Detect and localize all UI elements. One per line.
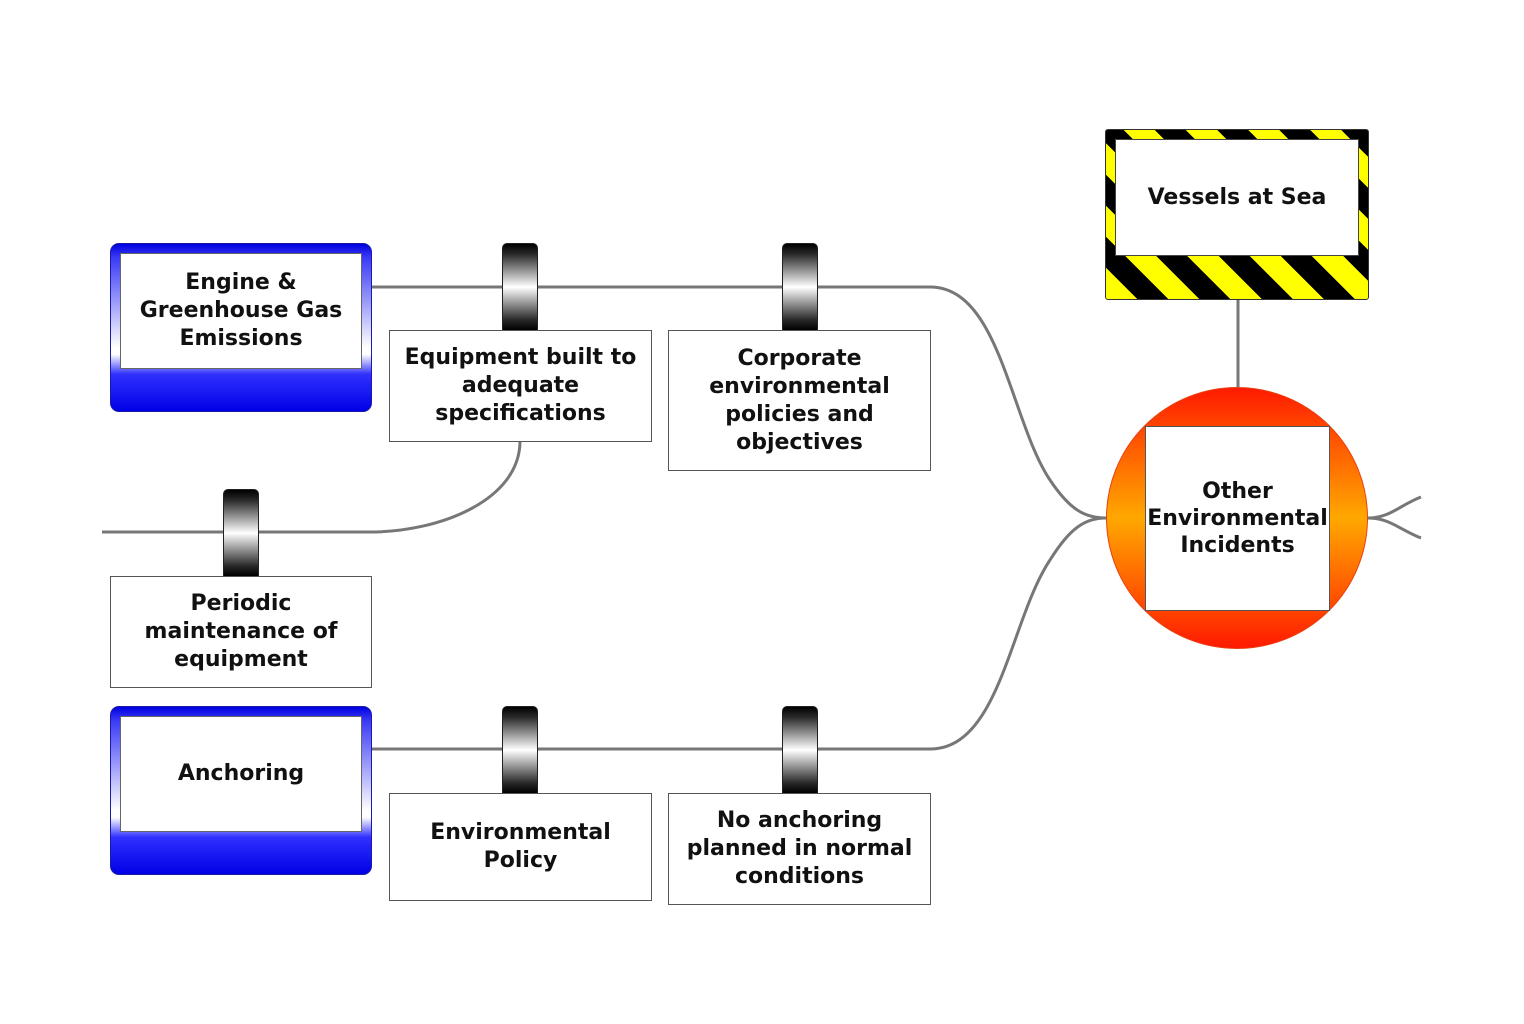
- barrier-marker[interactable]: [502, 243, 538, 331]
- connector-event-consequence-down: [1367, 516, 1422, 540]
- barrier-periodic-maintenance[interactable]: Periodic maintenance of equipment: [110, 576, 372, 688]
- barrier-no-anchoring[interactable]: No anchoring planned in normal condition…: [668, 793, 931, 905]
- connector-event-consequence-up: [1367, 495, 1422, 520]
- threat-engine-emissions[interactable]: Engine & Greenhouse Gas Emissions: [110, 243, 372, 412]
- barrier-label: Corporate environmental policies and obj…: [709, 345, 890, 455]
- barrier-label: No anchoring planned in normal condition…: [686, 808, 913, 889]
- threat-anchoring[interactable]: Anchoring: [110, 706, 372, 875]
- barrier-corporate-policies[interactable]: Corporate environmental policies and obj…: [668, 330, 931, 471]
- barrier-marker[interactable]: [502, 706, 538, 794]
- barrier-marker[interactable]: [782, 243, 818, 331]
- top-event-label: Other Environmental Incidents: [1145, 426, 1330, 611]
- barrier-marker[interactable]: [782, 706, 818, 794]
- connector-threat2-to-event: [372, 516, 1107, 751]
- threat-label: Anchoring: [120, 716, 362, 832]
- barrier-label: Periodic maintenance of equipment: [144, 591, 338, 672]
- threat-label: Engine & Greenhouse Gas Emissions: [120, 253, 362, 369]
- hazard-vessels-at-sea[interactable]: Vessels at Sea: [1105, 129, 1369, 300]
- barrier-label: Equipment built to adequate specificatio…: [404, 345, 637, 426]
- barrier-marker[interactable]: [223, 489, 259, 577]
- connector-escalation: [102, 440, 522, 534]
- connector-threat1-to-event: [372, 285, 1107, 520]
- top-event[interactable]: Other Environmental Incidents: [1106, 387, 1368, 649]
- barrier-equipment-specs[interactable]: Equipment built to adequate specificatio…: [389, 330, 652, 442]
- barrier-environmental-policy[interactable]: Environmental Policy: [389, 793, 652, 901]
- barrier-label: Environmental Policy: [430, 820, 611, 873]
- hazard-label: Vessels at Sea: [1115, 139, 1359, 256]
